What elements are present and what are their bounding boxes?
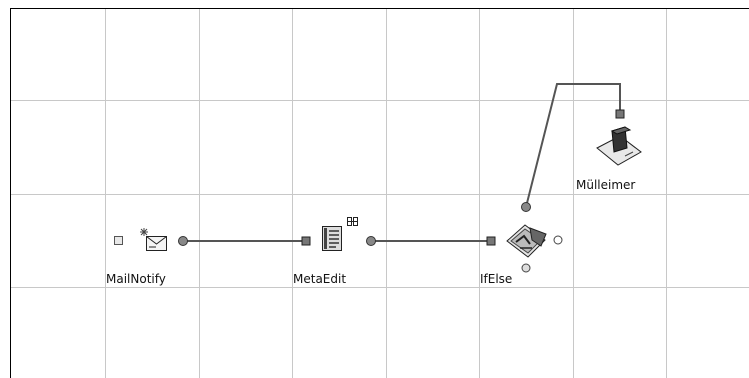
- ifelse-right-output-port[interactable]: [553, 235, 563, 245]
- metaedit-output-port[interactable]: [366, 236, 376, 246]
- mailnotify-label: MailNotify: [106, 272, 166, 286]
- node-ifelse[interactable]: [486, 202, 563, 273]
- meta-edit-icon: [322, 217, 358, 251]
- metaedit-label: MetaEdit: [293, 272, 347, 286]
- ifelse-bottom-output-port[interactable]: [521, 263, 531, 273]
- node-muelleimer[interactable]: [596, 109, 642, 166]
- muelleimer-label: Mülleimer: [576, 178, 636, 192]
- ifelse-label: IfElse: [480, 272, 513, 286]
- node-mailnotify[interactable]: [114, 228, 188, 251]
- connection-ifelse-muelleimer[interactable]: [525, 83, 621, 208]
- if-else-icon: [506, 224, 547, 258]
- muelleimer-input-port[interactable]: [615, 109, 625, 119]
- ifelse-input-port[interactable]: [486, 236, 496, 246]
- mail-notify-icon: [140, 228, 167, 251]
- trash-bin-icon: [596, 126, 642, 166]
- ifelse-top-output-port[interactable]: [521, 202, 531, 212]
- mailnotify-input-port[interactable]: [114, 236, 123, 245]
- grid: [11, 9, 749, 378]
- metaedit-input-port[interactable]: [301, 236, 311, 246]
- mailnotify-output-port[interactable]: [178, 236, 188, 246]
- node-metaedit[interactable]: [301, 217, 376, 251]
- canvas-border-top: [10, 8, 749, 9]
- canvas-border-left: [10, 8, 11, 378]
